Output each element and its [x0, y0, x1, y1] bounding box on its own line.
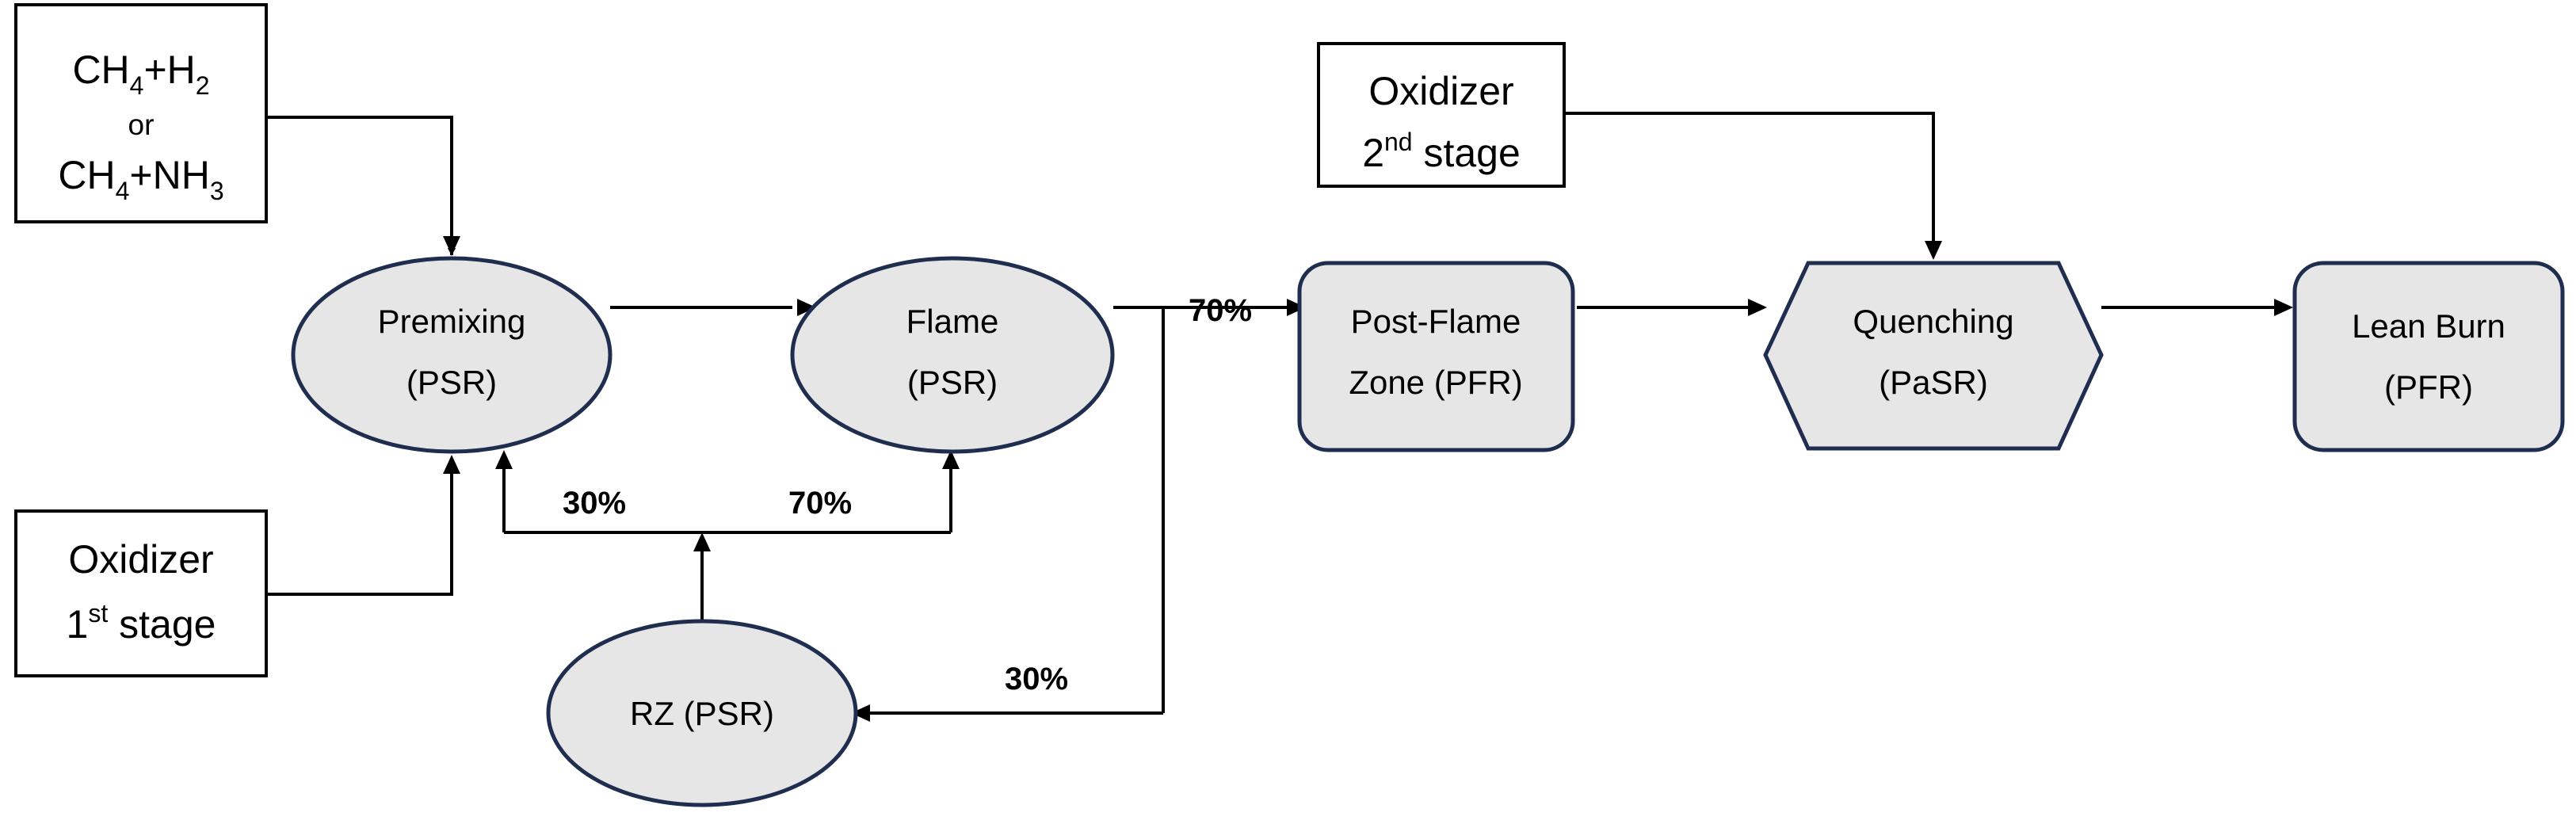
- flame-type: (PSR): [907, 364, 998, 401]
- premixing-type: (PSR): [406, 364, 497, 401]
- arrow-heads: [443, 236, 2293, 722]
- fuel-input-box: CH4+H2 or CH4+NH3: [14, 3, 268, 223]
- arrowhead-rz-up: [693, 532, 711, 551]
- oxidizer-first-stage-box: Oxidizer 1st stage: [14, 509, 268, 677]
- post-flame-type: Zone (PFR): [1349, 364, 1522, 401]
- oxidizer-first-to-premixing-arrow: [267, 458, 453, 596]
- split-label-rz: 30%: [1005, 662, 1068, 696]
- oxidizer-second-to-quenching-arrow: [1565, 112, 1935, 254]
- oxidizer-second-title: Oxidizer: [1368, 69, 1513, 113]
- connectors: [267, 112, 2288, 715]
- premixing-label: Premixing: [378, 303, 526, 340]
- arrowhead-quenching: [1748, 299, 1767, 316]
- rz-node: RZ (PSR): [546, 619, 858, 807]
- premixing-node: Premixing (PSR): [291, 256, 613, 454]
- lean-burn-type: (PFR): [2384, 368, 2473, 406]
- oxidizer-first-stage: 1st stage: [67, 599, 216, 647]
- quenching-type: (PaSR): [1879, 364, 1988, 401]
- split-label-post-flame: 70%: [1189, 293, 1252, 328]
- fuel-line-3: CH4+NH3: [58, 153, 223, 205]
- rz-label: RZ (PSR): [630, 695, 774, 732]
- arrowhead-rz-flame: [942, 450, 960, 469]
- oxidizer-second-stage: 2nd stage: [1362, 128, 1521, 175]
- flame-node: Flame (PSR): [790, 256, 1115, 454]
- arrowhead-lean-burn: [2274, 299, 2293, 316]
- oxidizer-first-title: Oxidizer: [68, 537, 213, 582]
- flame-label: Flame: [906, 303, 999, 340]
- lean-burn-label: Lean Burn: [2352, 307, 2505, 345]
- arrowhead-rz: [851, 704, 870, 722]
- arrowhead-rz-premixing: [495, 450, 513, 469]
- arrowhead-oxidizer-quenching: [1925, 241, 1942, 260]
- fuel-to-premixing-arrow: [267, 116, 456, 256]
- lean-burn-node: Lean Burn (PFR): [2292, 261, 2565, 452]
- post-flame-label: Post-Flame: [1351, 303, 1521, 340]
- post-flame-node: Post-Flame Zone (PFR): [1297, 261, 1575, 452]
- fuel-or-label: or: [128, 109, 155, 141]
- arrowhead-oxidizer-premixing: [443, 455, 460, 474]
- split-label-rz-premixing: 30%: [563, 486, 626, 521]
- quenching-node: Quenching (PaSR): [1763, 261, 2104, 451]
- oxidizer-second-stage-box: Oxidizer 2nd stage: [1317, 42, 1566, 188]
- fuel-line-1: CH4+H2: [72, 48, 209, 100]
- arrowhead-post-flame: [1287, 299, 1306, 316]
- arrowhead-premixing-flame: [797, 299, 816, 316]
- split-label-rz-flame: 70%: [788, 486, 852, 521]
- quenching-label: Quenching: [1853, 303, 2013, 340]
- arrowhead-fuel-premixing: [443, 236, 460, 255]
